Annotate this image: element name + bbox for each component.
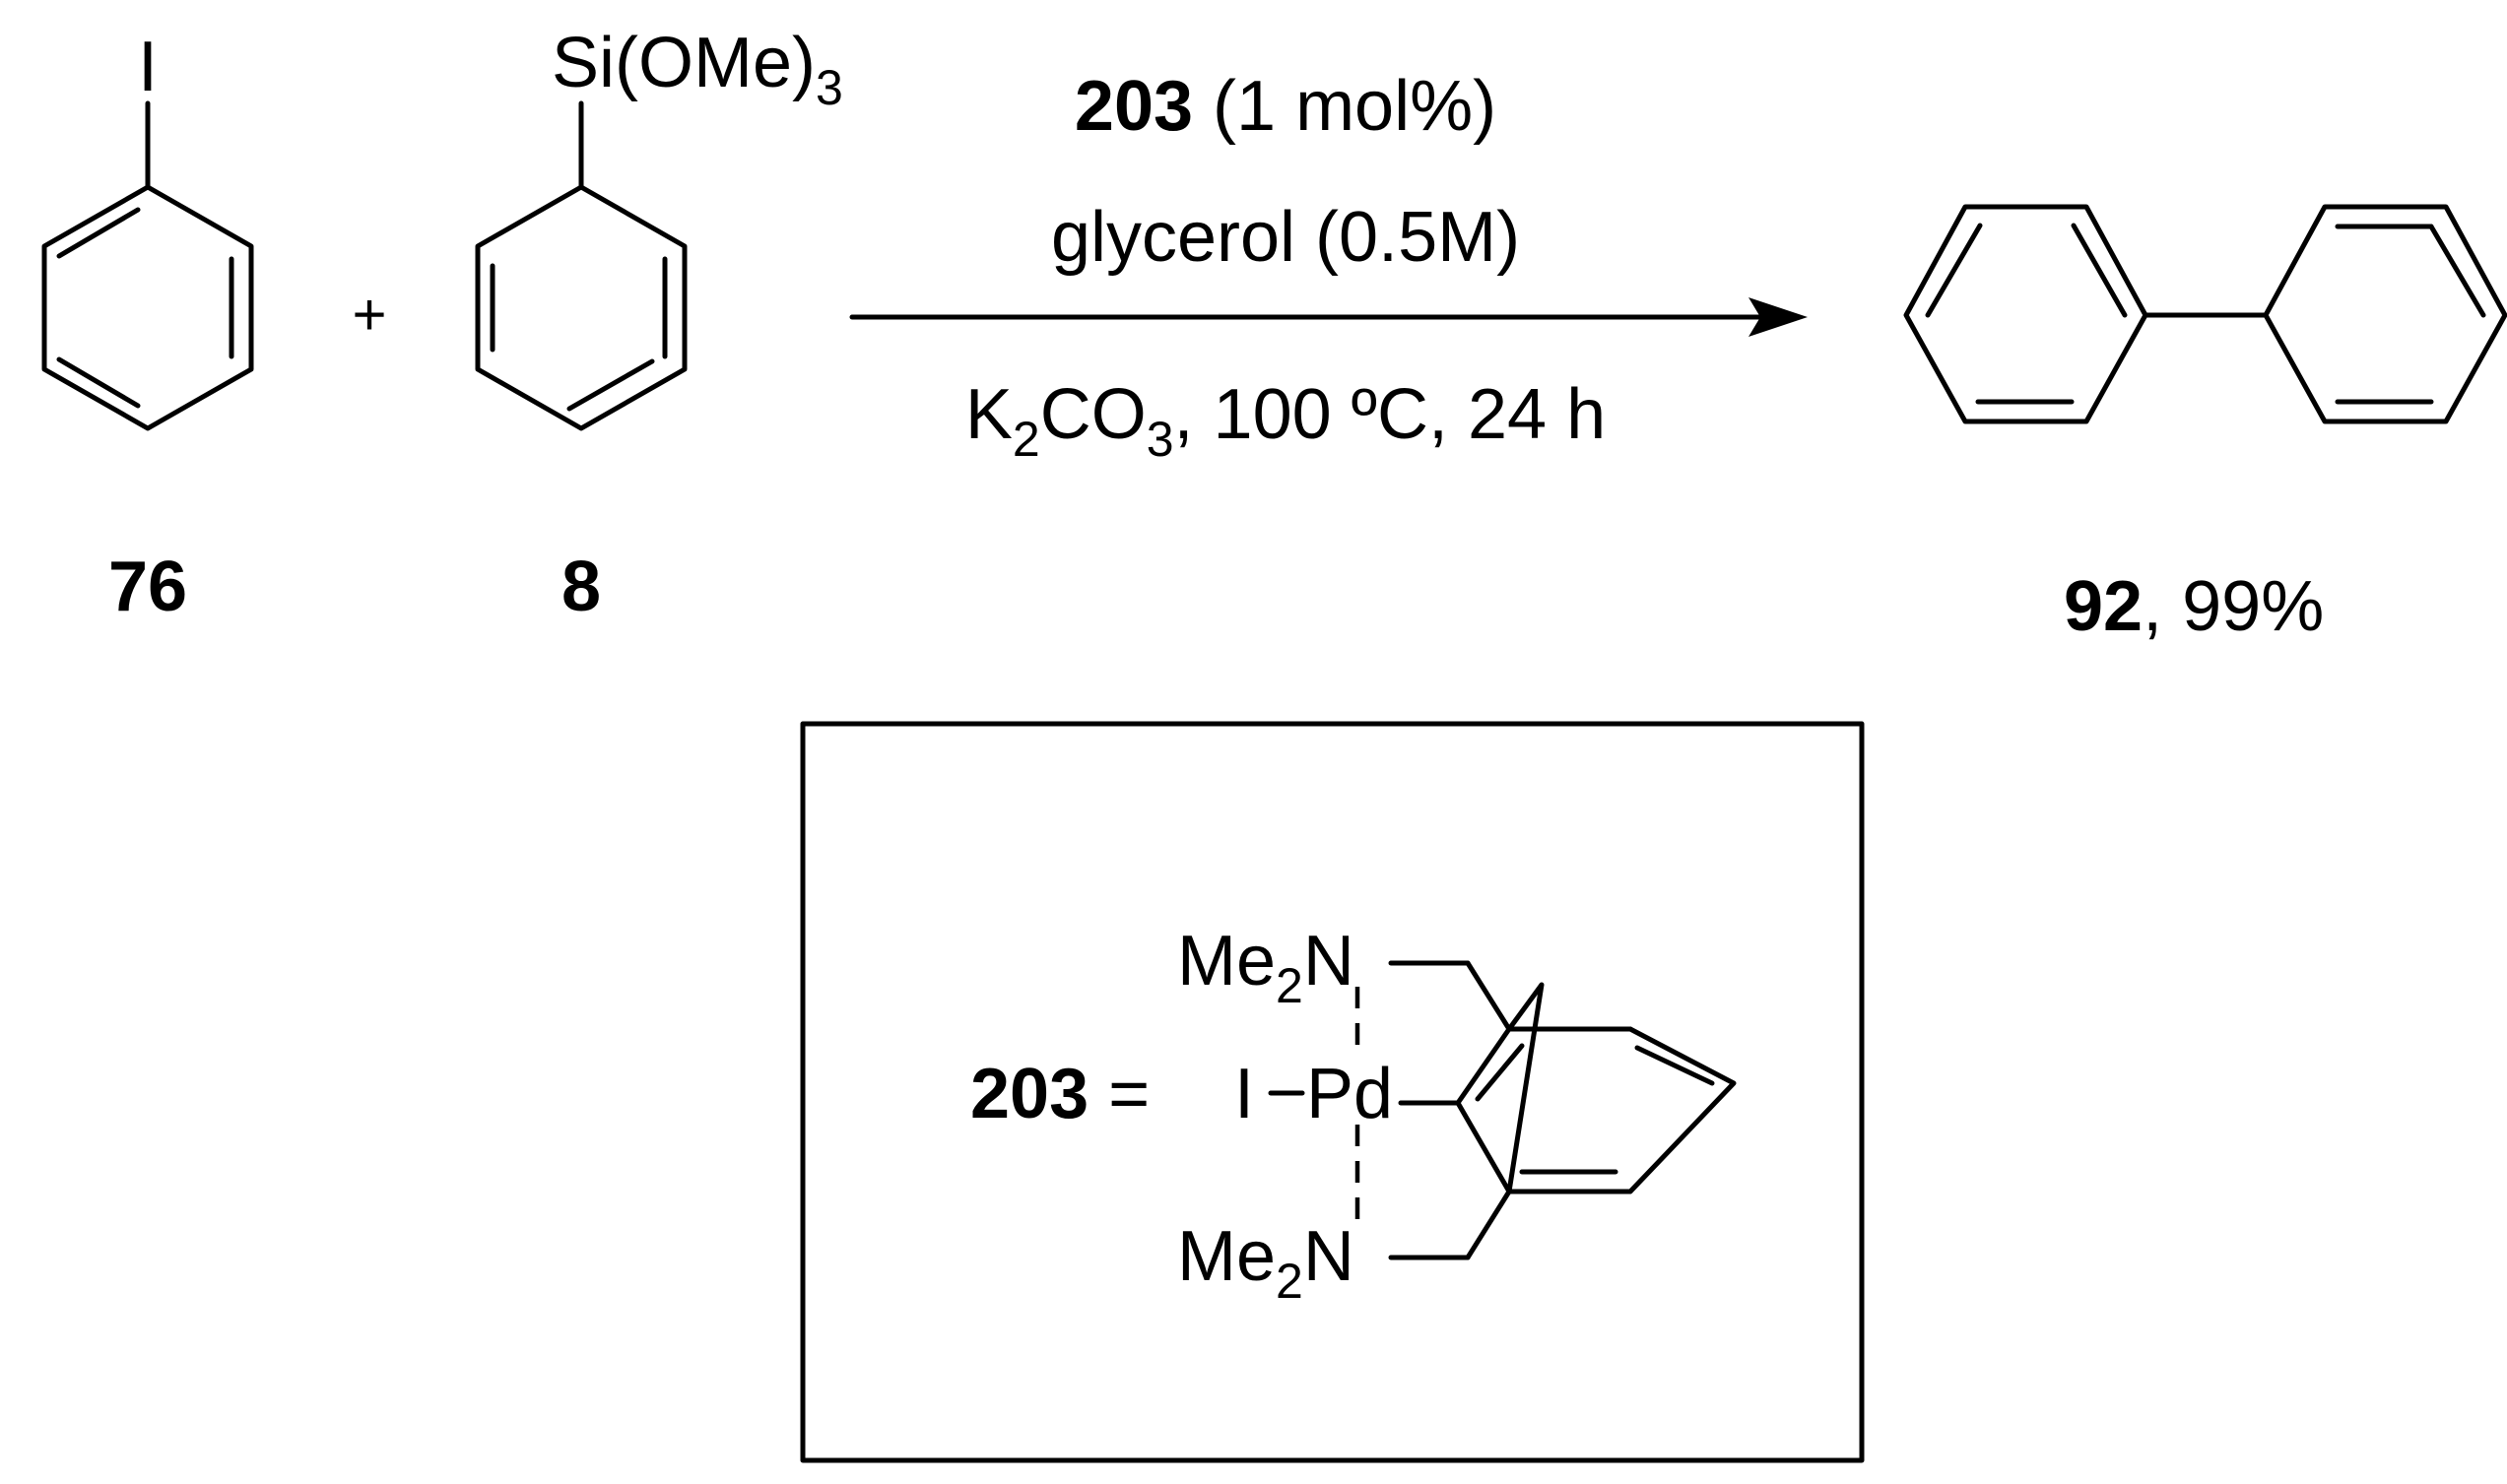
temperature-time: , 100 ºC, 24 h [1174, 375, 1607, 454]
phenyltrimethoxysilane-structure: Si(OMe)3 [475, 24, 843, 431]
silyl-label: Si(OMe)3 [552, 24, 843, 115]
amine-top-me: Me [1177, 922, 1276, 1000]
catalyst-box-number: 203 [970, 1055, 1089, 1133]
amine-bottom-label: Me2N [1177, 1217, 1354, 1309]
catalyst-loading: (1 mol%) [1193, 67, 1496, 146]
compound-label-92: 92 [2064, 567, 2143, 646]
reaction-arrow [849, 297, 1808, 337]
biphenyl-structure [1903, 204, 2507, 424]
base-k: K [965, 375, 1013, 454]
amine-top-n: N [1303, 922, 1354, 1000]
plus-sign: + [352, 282, 386, 348]
compound-label-8: 8 [561, 548, 601, 626]
amine-bottom-me: Me [1177, 1217, 1276, 1296]
amine-bottom-subscript: 2 [1276, 1254, 1303, 1309]
catalyst-definition-label: 203 = [970, 1055, 1150, 1133]
silyl-label-main: Si(OMe) [552, 24, 816, 102]
amine-bottom-n: N [1303, 1217, 1354, 1296]
iodobenzene-structure: I [41, 28, 254, 431]
product-label: 92, 99% [2064, 567, 2324, 646]
silyl-label-subscript: 3 [816, 60, 843, 115]
compound-label-76: 76 [108, 548, 187, 626]
product-yield: , 99% [2143, 567, 2324, 646]
catalyst-condition: 203 (1 mol%) [1075, 67, 1496, 146]
base-k-subscript: 2 [1013, 412, 1040, 467]
amine-top-subscript: 2 [1276, 958, 1303, 1013]
palladium-label: Pd [1306, 1055, 1393, 1133]
iodide-label: I [1234, 1055, 1254, 1133]
solvent-condition: glycerol (0.5M) [1051, 198, 1520, 277]
catalyst-box: 203 = I Pd Me2N Me2N [800, 721, 1865, 1463]
base-co-subscript: 3 [1147, 412, 1174, 467]
base-co: CO [1040, 375, 1147, 454]
equals-sign: = [1089, 1055, 1150, 1133]
catalyst-number: 203 [1075, 67, 1193, 146]
amine-top-label: Me2N [1177, 922, 1354, 1013]
base-temperature-time-condition: K2CO3, 100 ºC, 24 h [965, 375, 1606, 467]
iodine-label: I [138, 28, 158, 106]
